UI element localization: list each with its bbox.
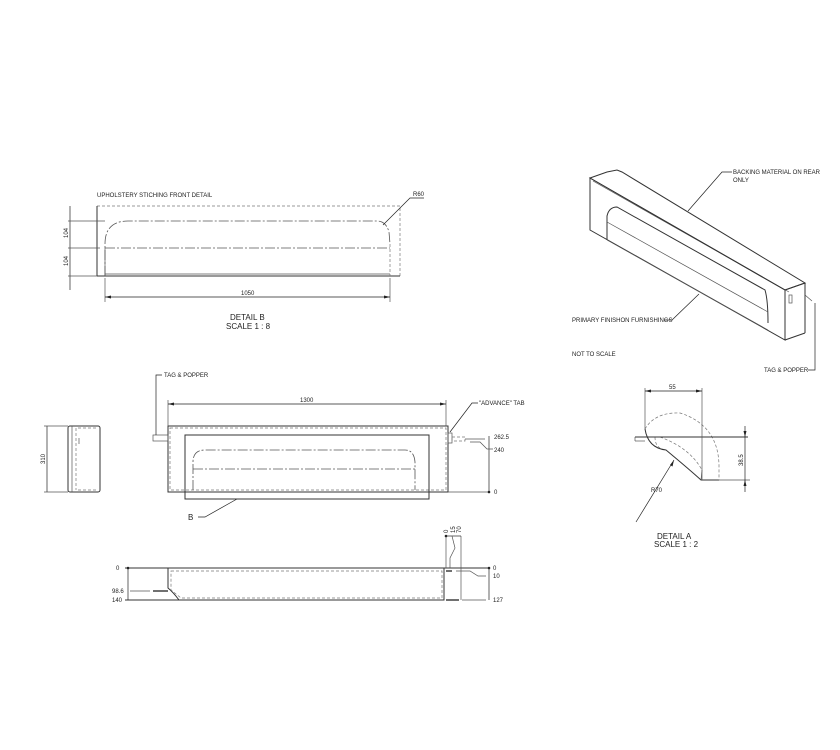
detail-b-view: UPHOLSTERY STICHING FRONT DETAIL 104 104… (64, 192, 425, 331)
front-ord-top: 262.5 (494, 435, 510, 441)
detail-a-title: DETAIL A (657, 532, 692, 541)
iso-callout-backing-line2: ONLY (733, 178, 749, 184)
top-left-ord-0: 0 (116, 566, 120, 572)
iso-note-not-to-scale: NOT TO SCALE (572, 352, 616, 358)
top-top-ord-2: 70 (457, 526, 463, 533)
front-callout-tag: TAG & POPPER (164, 373, 209, 379)
top-left-ord-1: 98.6 (112, 589, 124, 595)
side-view: 310 (41, 425, 101, 493)
front-ord-zero: 0 (494, 490, 498, 496)
detail-b-title: DETAIL B (230, 313, 265, 322)
isometric-view: BACKING MATERIAL ON REAR ONLY PRIMARY FI… (572, 169, 821, 374)
top-right-ord-0: 0 (493, 566, 497, 572)
detail-b-scale: SCALE 1 : 8 (226, 322, 271, 331)
iso-callout-backing: BACKING MATERIAL ON REAR (733, 170, 821, 176)
detail-b-dim-upper: 104 (64, 227, 70, 238)
front-view: TAG & POPPER "ADVANCE" TAB 1300 262.5 24… (152, 373, 525, 522)
iso-callout-primary: PRIMARY FINISHON FURNISHINGS (572, 318, 672, 324)
side-view-dim-height: 310 (41, 453, 47, 464)
top-right-ord-2: 127 (493, 598, 504, 604)
detail-b-dim-lower: 104 (64, 255, 70, 266)
top-right-ord-1: 10 (493, 574, 500, 580)
top-left-ord-2: 140 (112, 598, 123, 604)
top-top-ord-0: 0 (444, 529, 450, 533)
detail-b-heading: UPHOLSTERY STICHING FRONT DETAIL (97, 193, 213, 199)
front-ord-mid: 240 (494, 448, 505, 454)
iso-callout-tag: TAG & POPPER (764, 368, 809, 374)
detail-a-dim-height: 38.5 (739, 454, 745, 466)
detail-b-dim-width: 1050 (241, 291, 255, 297)
top-top-ord-1: 15 (451, 526, 457, 533)
detail-a-dim-width: 55 (669, 385, 676, 391)
detail-a-radius: R70 (651, 488, 663, 494)
front-callout-advance-tab: "ADVANCE" TAB (479, 401, 525, 407)
detail-b-radius: R60 (413, 192, 425, 198)
detail-a-view: 55 38.5 R70 DETAIL A SCALE 1 : 2 (634, 385, 750, 549)
top-view: 0 98.6 140 0 10 127 0 15 70 (112, 526, 504, 604)
detail-a-scale: SCALE 1 : 2 (654, 540, 699, 549)
front-dim-width: 1300 (300, 398, 314, 404)
front-detail-ref-b: B (188, 513, 193, 522)
